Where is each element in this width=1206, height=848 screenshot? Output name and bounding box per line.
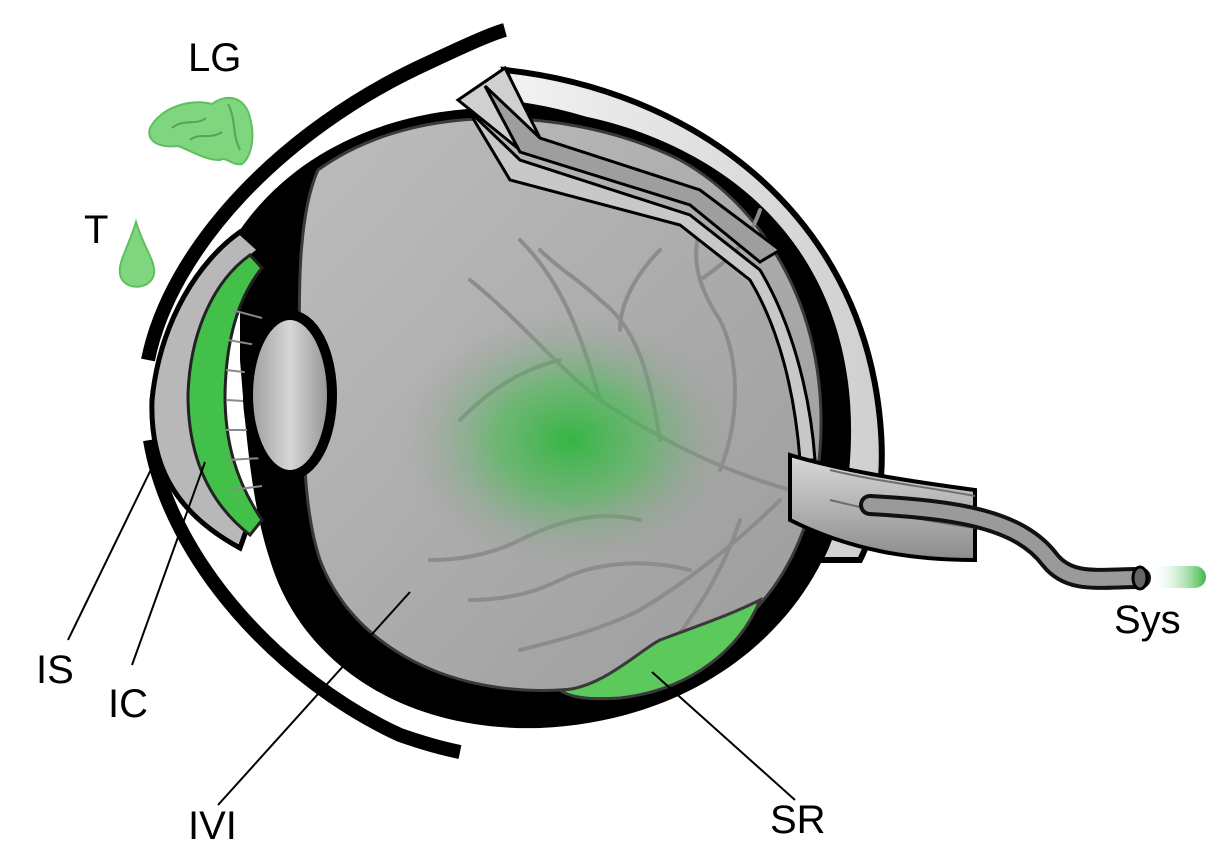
- intravitreal-drug-cloud: [400, 310, 740, 570]
- label-subretinal: SR: [770, 800, 826, 840]
- is-leader-line: [68, 455, 158, 640]
- label-intravitreal: IVI: [188, 806, 237, 846]
- lacrimal-gland-shape: [149, 98, 252, 164]
- tear-drop-shape: [120, 222, 154, 287]
- label-intrastromal: IS: [36, 650, 74, 690]
- sr-leader-line: [652, 672, 795, 800]
- lens-shape: [248, 315, 332, 475]
- systemic-drug-glow: [1150, 566, 1206, 588]
- label-systemic: Sys: [1114, 600, 1181, 640]
- label-tear: T: [84, 210, 108, 250]
- label-intracameral: IC: [108, 684, 148, 724]
- label-lacrimal-gland: LG: [188, 38, 241, 78]
